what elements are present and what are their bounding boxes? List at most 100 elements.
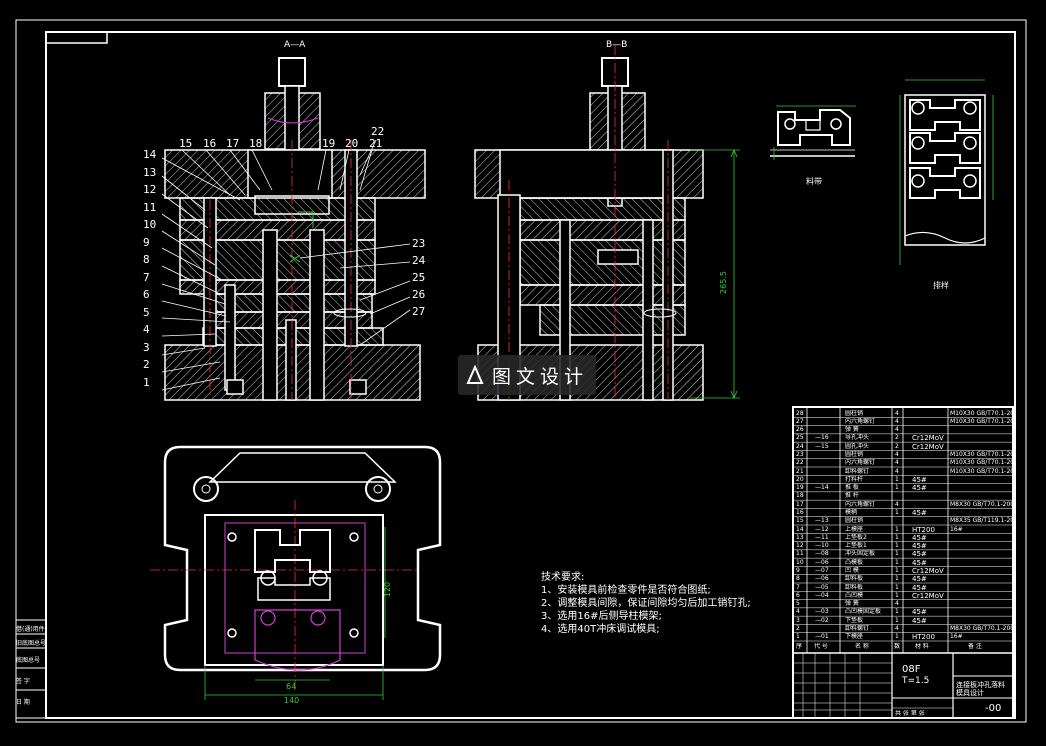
bom-cell-code: —10	[815, 542, 829, 550]
bom-cell-note: M8X30 GB/T70.1-2000	[950, 624, 1012, 632]
bom-cell-code: —05	[815, 583, 829, 591]
bom-cell-no: 14	[796, 525, 804, 533]
bom-cell-no: 25	[796, 434, 804, 442]
bom-header-no: 序	[796, 643, 803, 650]
side-cell: 旧底图总号	[16, 640, 46, 647]
part-number-label: 12	[143, 183, 157, 196]
part-layout-detail	[899, 79, 994, 265]
part-number-label: 9	[143, 235, 150, 249]
bom-cell-name: 弹 簧	[845, 426, 859, 434]
bom-cell-mat: 45#	[912, 583, 927, 592]
notes-title: 技术要求:	[541, 572, 585, 583]
bom-cell-qty: 1	[895, 566, 899, 574]
bom-cell-no: 21	[796, 467, 804, 475]
bom-cell-no: 4	[796, 608, 800, 616]
bom-cell-no: 19	[796, 484, 804, 492]
bom-cell-qty: 4	[895, 600, 899, 608]
bom-cell-no: 11	[796, 550, 804, 558]
bom-cell-qty: 1	[895, 525, 899, 533]
dim-w2: 140	[284, 696, 300, 705]
bom-cell-note: M10X30 GB/T70.1-2000	[950, 459, 1012, 467]
bom-cell-qty: 1	[895, 633, 899, 641]
bom-cell-no: 22	[796, 459, 804, 467]
bom-cell-code: —14	[815, 484, 829, 492]
bom-cell-qty: 2	[895, 442, 899, 450]
part-number-label: 24	[412, 254, 426, 267]
bom-cell-name: 推 杆	[845, 492, 859, 500]
bom-cell-code: —15	[815, 442, 829, 450]
bom-cell-no: 1	[796, 633, 800, 641]
bom-cell-note: M8X35 GB/T119.1-2000	[950, 517, 1012, 525]
bom-header-name: 名 称	[855, 643, 869, 650]
section-label-a: A—A	[284, 40, 306, 50]
bom-cell-qty: 1	[895, 550, 899, 558]
bom-cell-code: —04	[815, 591, 829, 599]
side-cell: 底图总号	[16, 657, 41, 664]
bom-cell-code: —01	[815, 633, 829, 641]
bom-header-code: 代 号	[814, 643, 828, 650]
part-number-label: 18	[249, 137, 263, 150]
bom-cell-name: 冲头固定板	[845, 550, 876, 558]
bom-cell-no: 7	[796, 583, 800, 591]
bom-cell-name: 凸模板	[845, 558, 864, 566]
part-number-label: 3	[143, 340, 150, 354]
bom-cell-no: 28	[796, 409, 804, 417]
part-number-label: 22	[371, 125, 385, 138]
watermark-logo-icon	[466, 365, 484, 384]
bom-cell-code: —08	[815, 550, 829, 558]
bom-cell-no: 5	[796, 600, 800, 608]
bom-cell-no: 26	[796, 426, 804, 434]
watermark-text: 图文设计	[491, 365, 588, 388]
section-a-a	[161, 57, 426, 401]
bom-cell-qty: 1	[895, 575, 899, 583]
notes-item: 3、选用16#后侧导柱模架;	[541, 611, 662, 622]
bom-cell-mat: HT200	[912, 633, 935, 642]
bom-cell-mat: 45#	[912, 608, 927, 617]
bom-cell-qty: 4	[895, 417, 899, 425]
outer-border	[15, 19, 1027, 723]
bom-cell-code: —07	[815, 566, 829, 574]
bom-cell-qty: 1	[895, 608, 899, 616]
part-layout-label: 排样	[933, 281, 949, 290]
bom-header-note: 备 注	[968, 643, 982, 650]
bom-cell-code: —12	[815, 525, 829, 533]
technical-notes: 技术要求: 1、安装模具前检查零件是否符合图纸; 2、调整模具间隙，保证间隙均匀…	[541, 571, 751, 636]
bom-cell-name: 打料杆	[845, 475, 864, 483]
part-number-label: 8	[143, 253, 150, 266]
bom-cell-name: 下模座	[845, 633, 864, 641]
bom-header-qty: 数	[894, 643, 901, 650]
bom-cell-name: 卸料螺钉	[845, 624, 870, 632]
bom-cell-code: —06	[815, 558, 829, 566]
section-label-b: B—B	[606, 40, 628, 50]
bom-cell-no: 17	[796, 500, 804, 508]
bom-cell-mat: 45#	[912, 475, 927, 484]
bom-cell-qty: 4	[895, 459, 899, 467]
part-number-label: 13	[143, 165, 157, 179]
bom-cell-code: —06	[815, 575, 829, 583]
bom-cell-code: —02	[815, 616, 829, 624]
side-table-grid	[15, 619, 47, 719]
bom-cell-name: 圆柱销	[845, 450, 864, 458]
side-cell: 借(通)用件登记	[16, 626, 46, 633]
bom-cell-mat: Cr12MoV	[912, 434, 944, 443]
bom-cell-name: 推 板	[845, 484, 859, 492]
side-cell: 签 字	[16, 678, 30, 685]
part-number-label: 25	[412, 271, 426, 284]
watermark: 图文设计	[458, 355, 596, 395]
bom-cell-name: 圆柱销	[845, 517, 864, 525]
bom-cell-qty: 1	[895, 508, 899, 516]
plan-view	[150, 445, 442, 700]
title-material: 08F	[902, 664, 921, 675]
bom-cell-name: 圆柱销	[845, 409, 864, 417]
bom-header-mat: 材 料	[915, 643, 929, 650]
part-number-label: 1	[143, 375, 150, 389]
bom-cell-no: 15	[796, 517, 804, 525]
bom-cell-name: 圆孔冲头	[845, 442, 870, 450]
bom-cell-note: 16#	[950, 633, 963, 641]
part-number-label: 10	[143, 218, 157, 231]
title-drawing-number: -00	[985, 703, 1002, 714]
part-number-label: 15	[179, 137, 193, 150]
bom-cell-name: 上垫板2	[845, 533, 867, 541]
part-number-label: 17	[226, 137, 240, 150]
bom-cell-name: 内六角螺钉	[845, 459, 876, 467]
